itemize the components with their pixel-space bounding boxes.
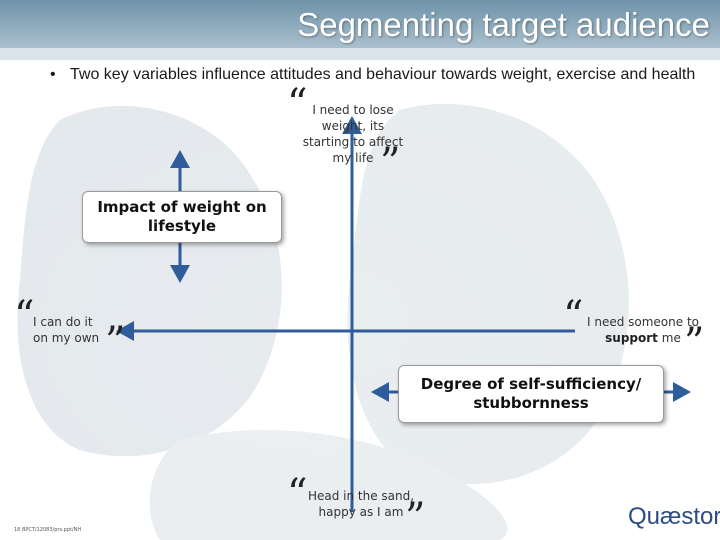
vertical-axis-label-box: Impact of weight on lifestyle [82,191,282,243]
legend-horizontal-left-arrow [371,382,389,402]
quote-right: I need someone to support me [578,314,708,346]
horizontal-axis-arrowhead [116,321,134,341]
bullet-point: • Two key variables influence attitudes … [50,65,710,85]
close-quote-mark: ” [405,495,426,540]
open-quote-mark: “ [287,81,308,127]
open-quote-mark: “ [14,293,35,339]
company-logo: Quæstor [628,503,720,530]
close-quote-mark: ” [380,140,401,186]
quote-right-text-end: me [661,331,681,345]
vertical-axis-arrowhead [342,116,362,134]
quote-left: I can do it on my own [33,315,100,345]
bullet-text: Two key variables influence attitudes an… [70,66,696,83]
quote-top: I need to lose weight, its starting to a… [302,103,404,165]
legend-vertical-up-arrow [170,150,190,168]
legend-vertical-down-arrow [170,265,190,283]
quote-right-emphasis: support [605,331,658,345]
quote-right-text: I need someone to [586,315,699,329]
close-quote-mark: ” [684,320,705,366]
slide-title: Segmenting target audience [297,6,710,43]
quote-bottom: Head in the sand, happy as I am [307,489,415,519]
legend-horizontal-right-arrow [673,382,691,402]
close-quote-mark: ” [105,319,126,365]
bullet-marker: • [50,66,56,83]
open-quote-mark: “ [287,471,308,517]
horizontal-axis-label-box: Degree of self-sufficiency/ stubbornness [398,365,664,423]
open-quote-mark: “ [563,293,584,339]
footer-reference: 18 BPCT/12083/prs.ppt/NH [14,527,82,533]
